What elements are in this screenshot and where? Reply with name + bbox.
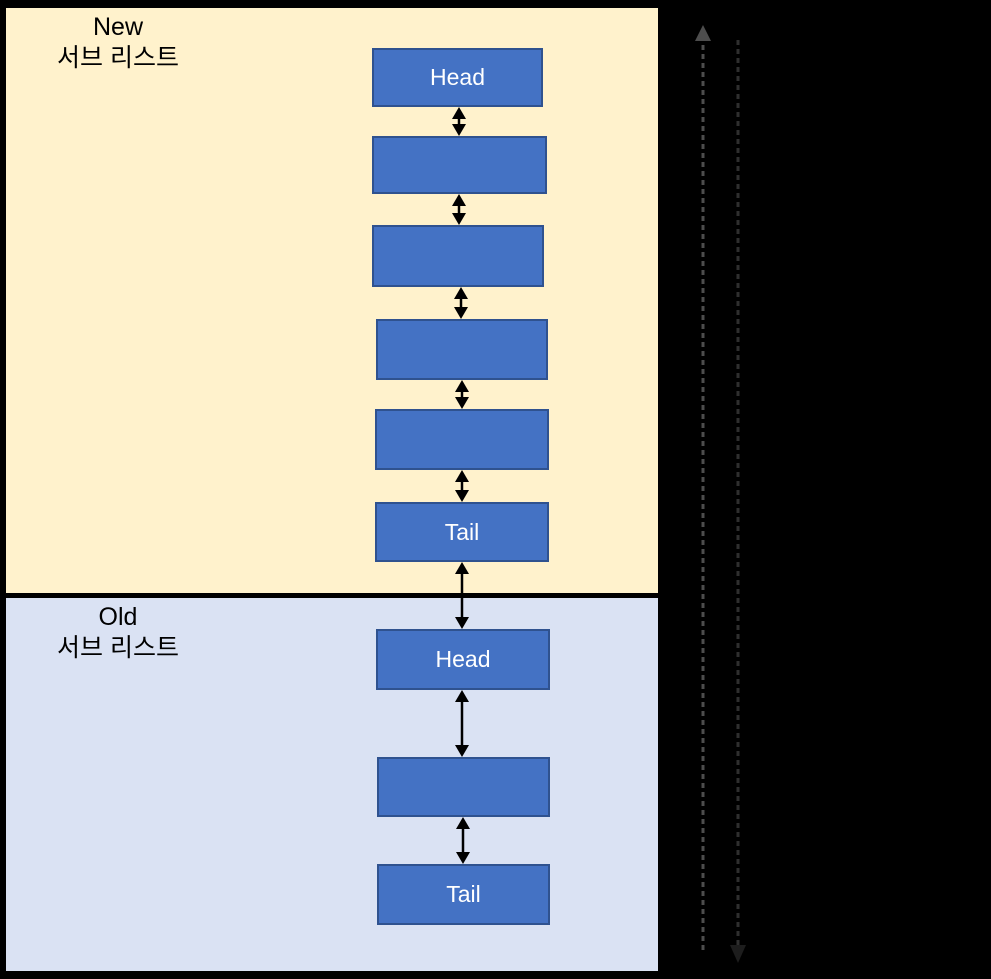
panel-old-title-line2: 서브 리스트 bbox=[57, 634, 179, 662]
node-new-2 bbox=[372, 136, 547, 194]
panel-old-label: Old 서브 리스트 bbox=[20, 602, 216, 664]
panel-new-title-line2: 서브 리스트 bbox=[57, 44, 179, 72]
node-new-3 bbox=[372, 225, 544, 287]
panel-new-title-line1: New bbox=[92, 13, 143, 41]
panel-new-label: New 서브 리스트 bbox=[20, 12, 216, 74]
node-new-head: Head bbox=[372, 48, 543, 107]
panel-old-title-line1: Old bbox=[98, 603, 138, 631]
node-old-2 bbox=[377, 757, 550, 817]
dashed-down-arrow-icon bbox=[730, 40, 746, 963]
node-new-tail: Tail bbox=[375, 502, 549, 562]
node-new-4 bbox=[376, 319, 548, 380]
panel-old-sublist: Old 서브 리스트 bbox=[6, 598, 658, 971]
dashed-up-arrow-icon bbox=[695, 25, 711, 950]
node-new-5 bbox=[375, 409, 549, 470]
node-old-tail: Tail bbox=[377, 864, 550, 925]
panel-new-sublist: New 서브 리스트 bbox=[6, 8, 658, 593]
node-old-head: Head bbox=[376, 629, 550, 690]
